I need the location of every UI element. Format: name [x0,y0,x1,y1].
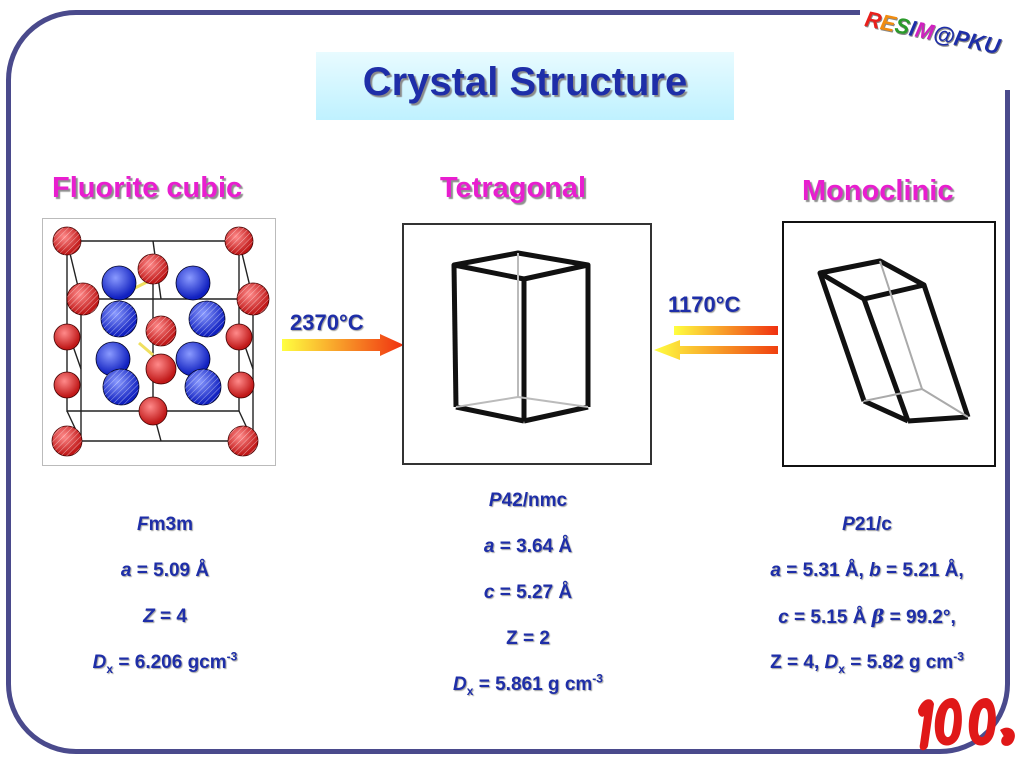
monoclinic-structure-image [782,221,996,467]
monoclinic-z-density: Z = 4, Dx = 5.82 g cm-3 [770,649,964,676]
phase-title-fluorite: Fluorite cubic [52,172,243,204]
fluorite-space-group: Fm3m [137,514,193,535]
monoclinic-structure-svg [817,258,971,424]
arrow-bidirectional-icon [654,326,778,360]
fluorite-density: Dx = 6.206 gcm-3 [92,649,238,676]
phase-title-monoclinic: Monoclinic [802,175,954,207]
tetragonal-z: Z = 2 [506,628,550,649]
fluorite-structure-image [42,218,276,466]
transition-temp-cubic-tetragonal: 2370°C [290,310,364,335]
monoclinic-lattice-c-beta: c = 5.15 Å β = 99.2°, [778,606,956,628]
title-box: Crystal Structure [316,52,734,120]
tetragonal-structure-image [402,223,652,465]
fluorite-lattice-a: a = 5.09 Å [120,560,210,581]
tetragonal-density: Dx = 5.861 g cm-3 [453,671,603,698]
tetragonal-lattice-a: a = 3.64 Å [483,536,573,557]
tetragonal-lattice-c: c = 5.27 Å [483,582,573,603]
fluorite-structure-svg [51,226,270,457]
transition-temp-tetragonal-monoclinic: 1170°C [668,292,741,317]
monoclinic-space-group: P21/c [842,514,892,535]
phase-title-tetragonal: Tetragonal [440,172,587,204]
pku-centennial-logo-icon [918,698,1015,751]
monoclinic-properties: P21/c a = 5.31 Å, b = 5.21 Å, c = 5.15 Å… [722,510,1012,690]
tetragonal-properties: P42/nmc a = 3.64 Å c = 5.27 Å Z = 2 Dx =… [400,486,656,706]
arrow-right-icon [282,334,404,356]
frame-gap [860,0,1024,90]
fluorite-properties: Fm3m a = 5.09 Å Z = 4 Dx = 6.206 gcm-3 [40,510,290,690]
tetragonal-space-group: P42/nmc [488,490,568,511]
fluorite-z: Z = 4 [143,606,187,627]
tetragonal-structure-svg [451,250,591,424]
monoclinic-lattice-ab: a = 5.31 Å, b = 5.21 Å, [770,560,964,581]
slide-title: Crystal Structure [362,60,688,104]
